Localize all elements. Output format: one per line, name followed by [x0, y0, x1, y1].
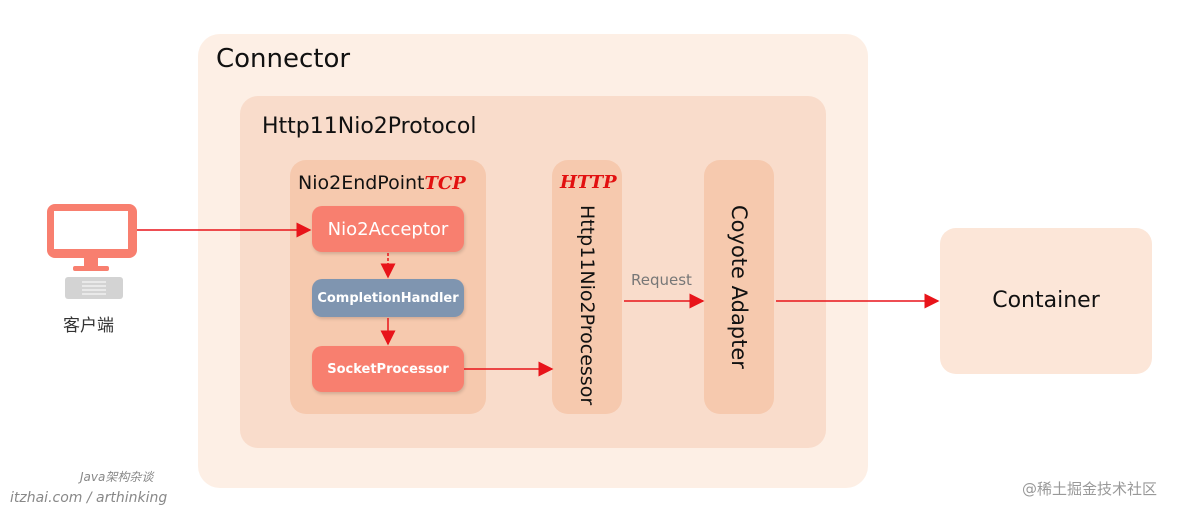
- nio2-acceptor-node: Nio2Acceptor: [312, 206, 464, 252]
- watermark-left-line2: itzhai.com / arthinking: [10, 490, 168, 506]
- client-label: 客户端: [63, 316, 114, 336]
- http-tag: HTTP: [560, 172, 617, 193]
- socket-processor-node: SocketProcessor: [312, 346, 464, 392]
- monitor-icon: [47, 204, 137, 299]
- processor-box: [552, 160, 622, 414]
- container-title: Container: [992, 288, 1100, 313]
- watermark-left-line1: Java架构杂谈: [80, 470, 154, 484]
- endpoint-title: Nio2EndPointTCP: [298, 172, 466, 194]
- tcp-tag: TCP: [424, 173, 466, 194]
- adapter-box: [704, 160, 774, 414]
- endpoint-title-text: Nio2EndPoint: [298, 172, 425, 194]
- container-box: [940, 228, 1152, 374]
- protocol-title: Http11Nio2Protocol: [262, 114, 477, 139]
- request-label: Request: [631, 271, 692, 289]
- completion-handler-node: CompletionHandler: [312, 279, 464, 317]
- processor-title: Http11Nio2Processor: [576, 204, 598, 406]
- adapter-title: Coyote Adapter: [727, 205, 751, 369]
- connector-title: Connector: [216, 44, 351, 74]
- watermark-right: @稀土掘金技术社区: [1022, 480, 1158, 498]
